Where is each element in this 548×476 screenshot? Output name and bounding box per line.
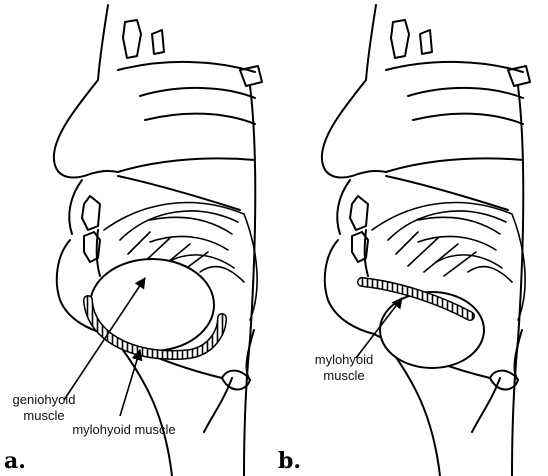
geniohyoid-label-line1: geniohyoid — [4, 392, 84, 408]
mylohyoid-muscle-label-b: mylohyoid muscle — [306, 352, 382, 384]
geniohyoid-muscle-label: geniohyoid muscle — [4, 392, 84, 424]
mylohyoid-label-b-line2: muscle — [306, 368, 382, 384]
panel-a-letter: a. — [4, 450, 26, 472]
panel-a-drawing — [54, 5, 262, 476]
panel-b-letter: b. — [278, 450, 301, 472]
mylohyoid-muscle-label-a: mylohyoid muscle — [64, 422, 184, 438]
mylohyoid-label-a-text: mylohyoid muscle — [64, 422, 184, 438]
panel-b-drawing — [322, 5, 530, 476]
mylohyoid-label-b-line1: mylohyoid — [306, 352, 382, 368]
